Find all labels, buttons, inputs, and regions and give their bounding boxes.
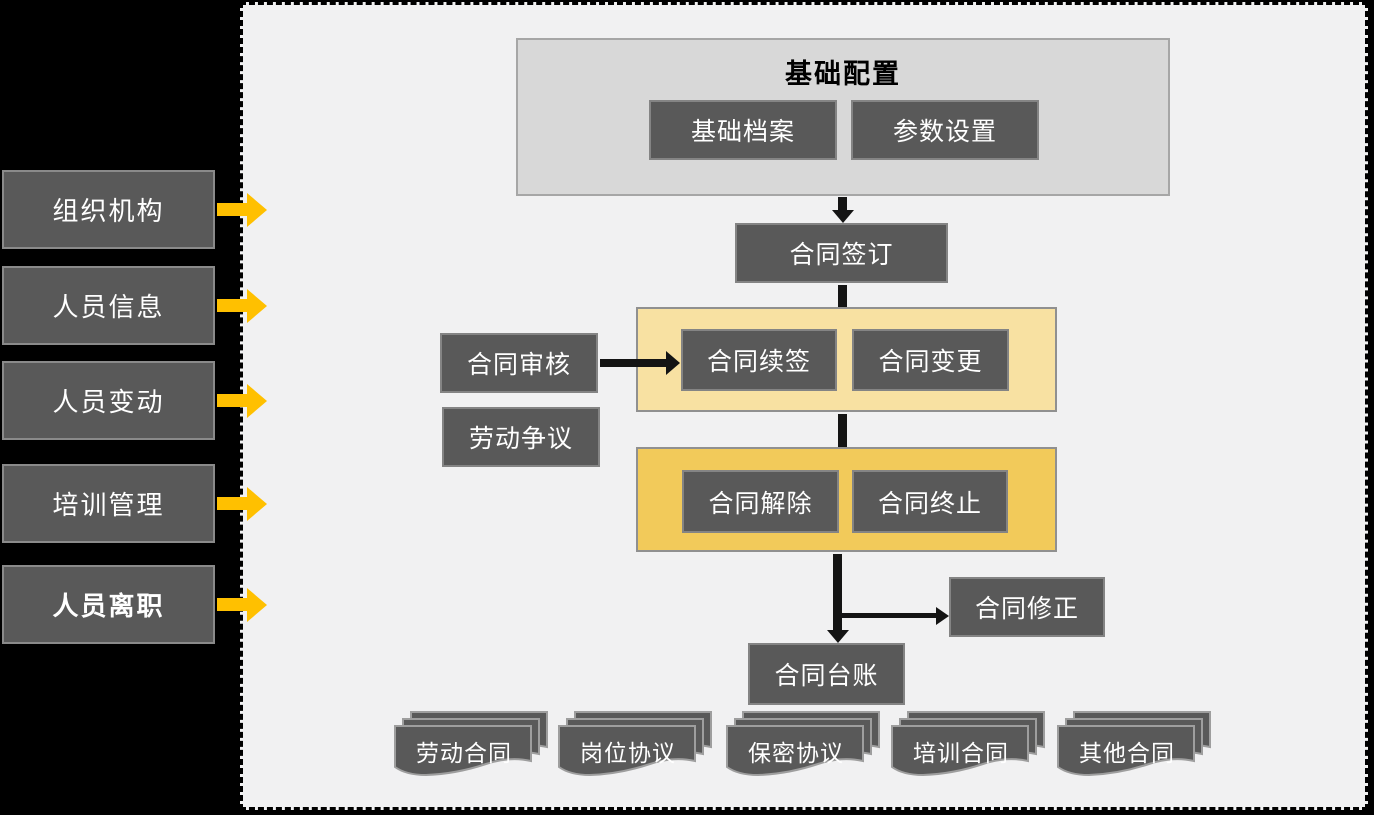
sidebar-item-label: 人员信息	[52, 292, 165, 322]
sidebar-item-training: 培训管理	[2, 464, 215, 543]
box-label: 基础档案	[690, 118, 795, 146]
labor-contract-stack: 劳动合同	[394, 711, 549, 779]
right-arrow-icon	[217, 486, 267, 521]
contract-change-box: 合同变更	[852, 329, 1009, 391]
down-arrow-connector	[831, 197, 854, 223]
box-label: 合同修正	[974, 595, 1079, 623]
box-label: 合同续签	[706, 348, 811, 376]
stack-label: 劳动合同	[416, 740, 512, 766]
contract-terminate-box: 合同终止	[852, 470, 1008, 533]
sidebar-item-label: 人员离职	[52, 591, 165, 621]
stack-label: 其他合同	[1079, 740, 1175, 766]
contract-renewal-box: 合同续签	[681, 329, 837, 391]
sidebar-item-label: 组织机构	[52, 196, 165, 226]
stack-label: 保密协议	[748, 740, 844, 766]
stack-label: 培训合同	[913, 740, 1009, 766]
config-group-title: 基础配置	[785, 59, 901, 89]
contract-signing-box: 合同签订	[735, 223, 948, 283]
contract-correction-box: 合同修正	[949, 577, 1105, 637]
box-label: 合同变更	[878, 348, 983, 376]
sidebar-item-personnel-change: 人员变动	[2, 361, 215, 440]
box-label: 合同解除	[708, 489, 813, 518]
contract-ledger-box: 合同台账	[748, 643, 905, 705]
stack-label: 岗位协议	[580, 740, 676, 766]
box-label: 合同台账	[774, 662, 879, 690]
right-arrow-icon	[217, 288, 267, 323]
sidebar-item-label: 培训管理	[52, 490, 165, 520]
sidebar-item-personnel-info: 人员信息	[2, 266, 215, 345]
box-label: 劳动争议	[468, 425, 573, 453]
down-arrow-connector	[826, 554, 849, 643]
branch-arrow-connector	[836, 606, 949, 625]
right-arrow-icon	[217, 383, 267, 418]
labor-dispute-box: 劳动争议	[442, 407, 600, 467]
right-arrow-connector	[600, 351, 680, 375]
box-label: 合同终止	[877, 489, 982, 518]
sidebar-item-label: 人员变动	[52, 387, 165, 417]
right-arrow-icon	[217, 587, 267, 622]
contract-cancel-box: 合同解除	[682, 470, 839, 533]
config-group: 基础配置	[516, 38, 1170, 196]
confidentiality-agreement-stack: 保密协议	[726, 711, 881, 779]
contract-review-box: 合同审核	[440, 333, 598, 393]
sidebar-item-departure: 人员离职	[2, 565, 215, 644]
right-arrow-icon	[217, 192, 267, 227]
other-contract-stack: 其他合同	[1057, 711, 1212, 779]
position-agreement-stack: 岗位协议	[558, 711, 713, 779]
sidebar-item-organization: 组织机构	[2, 170, 215, 249]
parameter-settings-box: 参数设置	[851, 100, 1039, 160]
down-arrow-connector	[831, 414, 854, 460]
box-label: 合同签订	[789, 241, 894, 269]
training-contract-stack: 培训合同	[891, 711, 1046, 779]
box-label: 合同审核	[466, 351, 571, 379]
box-label: 参数设置	[892, 118, 997, 146]
basic-archive-box: 基础档案	[649, 100, 837, 160]
